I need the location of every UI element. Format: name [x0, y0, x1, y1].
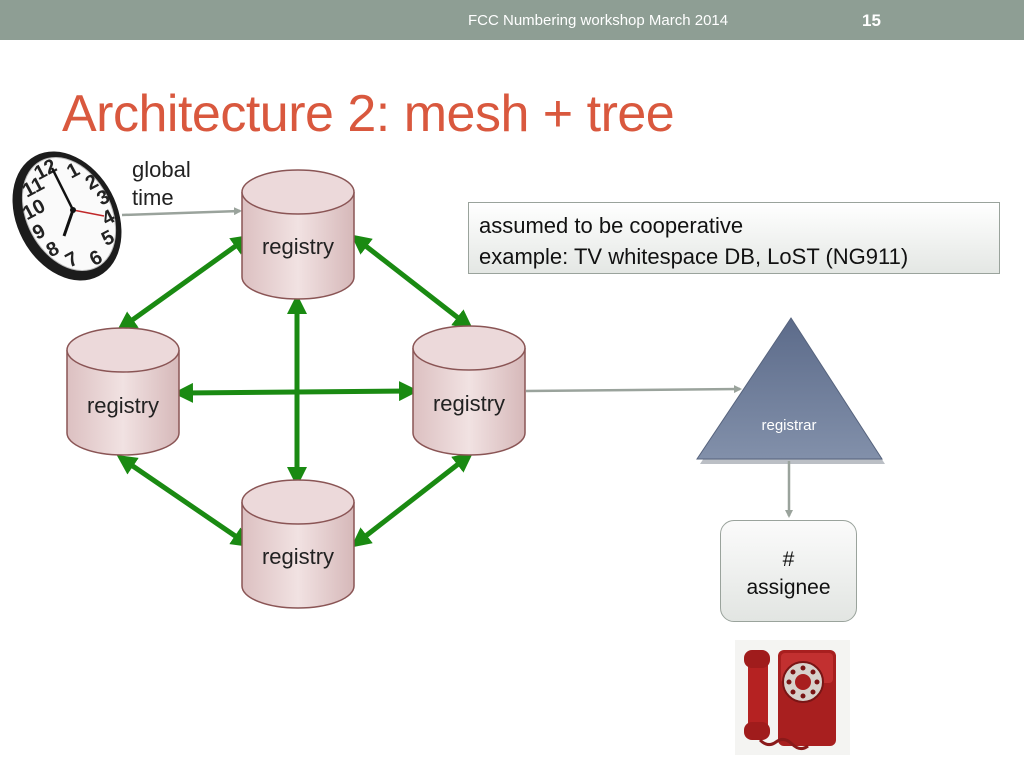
mesh-links	[116, 234, 474, 548]
global-time-label-line2: time	[132, 185, 174, 210]
registry-right: registry	[412, 325, 526, 456]
global-time-arrow	[121, 207, 242, 217]
global-time-label-line1: global	[132, 157, 191, 182]
note-line1: assumed to be cooperative	[479, 213, 744, 238]
registry-left-label: registry	[87, 393, 159, 418]
mesh-arrow-right-bottom	[350, 452, 474, 548]
footer-text: FCC Numbering workshop March 2014	[468, 12, 729, 29]
assignee-node: # assignee	[720, 520, 857, 622]
note-line2: example: TV whitespace DB, LoST (NG911)	[479, 244, 909, 269]
header-bar: FCC Numbering workshop March 2014 15	[0, 0, 1024, 40]
mesh-arrow-left-bottom	[116, 454, 252, 548]
red-rotary-wall-phone-icon	[735, 640, 850, 755]
registrar-label: registrar	[761, 417, 816, 434]
assignee-hash: #	[782, 548, 795, 571]
global-time-label: global time	[132, 156, 191, 212]
wall-clock-icon: 12 1 2 3 4 5 6 7 8 9 10 11	[12, 151, 122, 281]
registry-top-label: registry	[262, 234, 334, 259]
slide-title: Architecture 2: mesh + tree	[62, 85, 675, 143]
assignee-label: assignee	[746, 576, 831, 599]
registry-left: registry	[66, 327, 180, 456]
registry-bottom: registry	[241, 479, 355, 609]
registry-top: registry	[241, 169, 355, 300]
slide-number: 15	[862, 11, 881, 30]
registrar-node: registrar	[696, 317, 885, 464]
mesh-arrow-top-right	[350, 234, 474, 330]
registry-to-registrar-arrow	[525, 385, 742, 394]
registry-bottom-label: registry	[262, 544, 334, 569]
mesh-arrow-top-left	[116, 234, 252, 332]
registry-right-label: registry	[433, 391, 505, 416]
note-box: assumed to be cooperative example: TV wh…	[468, 202, 1000, 274]
